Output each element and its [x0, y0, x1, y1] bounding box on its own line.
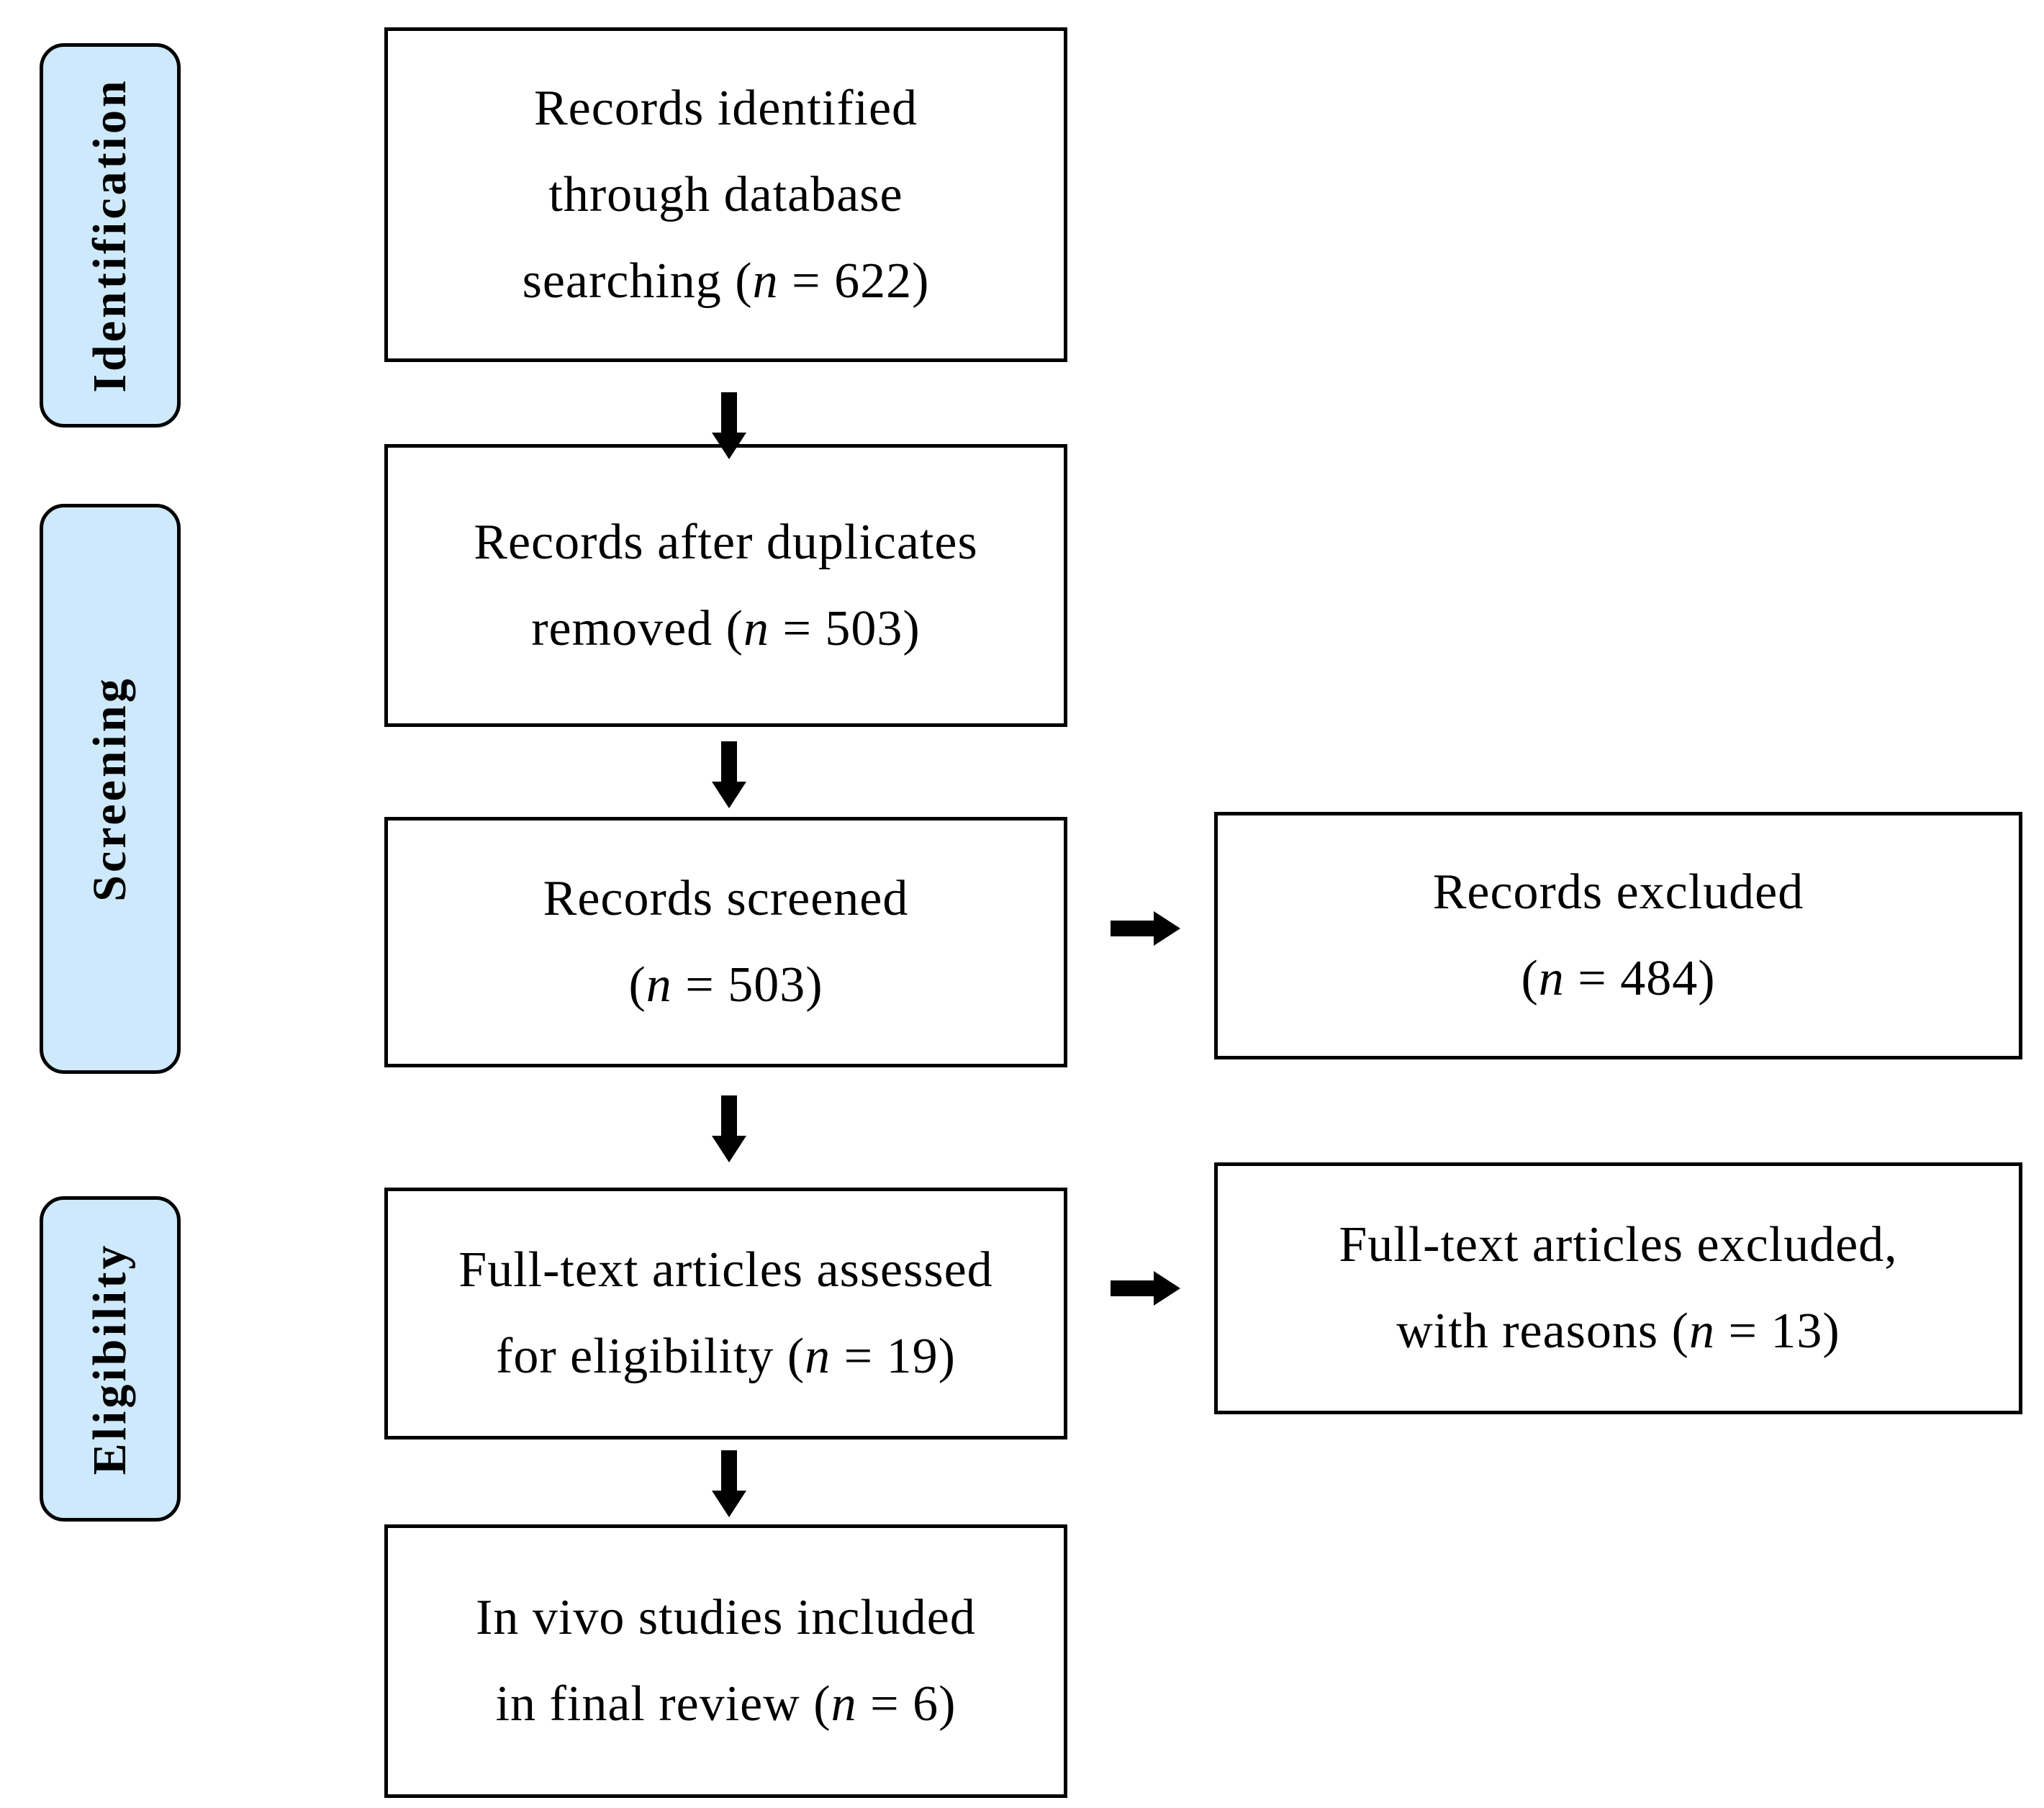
- box-text-line: Full-text articles excluded,: [1339, 1217, 1898, 1273]
- exclusion-box-full-text-excluded: Full-text articles excluded, with reasons…: [1214, 1162, 2022, 1414]
- stage-pill-eligibility: Eligibility: [40, 1196, 181, 1522]
- box-text-line: removed (n = 503): [531, 600, 921, 656]
- stage-label-eligibility: Eligibility: [83, 1242, 136, 1475]
- box-text-line: (n = 503): [628, 957, 823, 1013]
- box-text-line: searching (n = 622): [522, 253, 930, 309]
- box-text-line: through database: [548, 166, 903, 222]
- arrow-down-screened-to-assessed-icon: [707, 1095, 751, 1164]
- box-text-line: Records identified: [533, 80, 918, 136]
- box-text-line: In vivo studies included: [476, 1590, 976, 1645]
- exclusion-box-records-excluded: Records excluded (n = 484): [1214, 812, 2022, 1059]
- flow-box-records-screened: Records screened (n = 503): [384, 817, 1067, 1067]
- box-text-line: in final review (n = 6): [495, 1676, 957, 1732]
- box-text-line: with reasons (n = 13): [1396, 1303, 1840, 1359]
- box-text-line: for eligibility (n = 19): [496, 1329, 956, 1384]
- box-text-line: Full-text articles assessed: [458, 1242, 993, 1298]
- box-text-line: (n = 484): [1521, 951, 1716, 1006]
- box-text-line: Records excluded: [1432, 864, 1804, 920]
- flow-box-records-after-duplicates: Records after duplicates removed (n = 503…: [384, 444, 1067, 727]
- flow-box-records-identified: Records identified through database search…: [384, 27, 1067, 362]
- arrow-down-duplicates-to-screened-icon: [707, 741, 751, 810]
- box-text-line: Records after duplicates: [474, 514, 978, 570]
- arrow-right-screened-to-excluded-icon: [1111, 907, 1182, 950]
- stage-pill-identification: Identification: [40, 43, 181, 428]
- stage-label-identification: Identification: [83, 78, 136, 393]
- stage-pill-screening: Screening: [40, 504, 181, 1074]
- flow-box-full-text-assessed: Full-text articles assessed for eligibili…: [384, 1188, 1067, 1439]
- stage-label-screening: Screening: [83, 676, 136, 902]
- flow-box-studies-included: In vivo studies included in final review …: [384, 1524, 1067, 1798]
- box-text-line: Records screened: [543, 871, 909, 926]
- arrow-down-identified-to-duplicates-icon: [707, 392, 751, 461]
- arrow-right-assessed-to-ft-excluded-icon: [1111, 1267, 1182, 1310]
- arrow-down-assessed-to-included-icon: [707, 1450, 751, 1519]
